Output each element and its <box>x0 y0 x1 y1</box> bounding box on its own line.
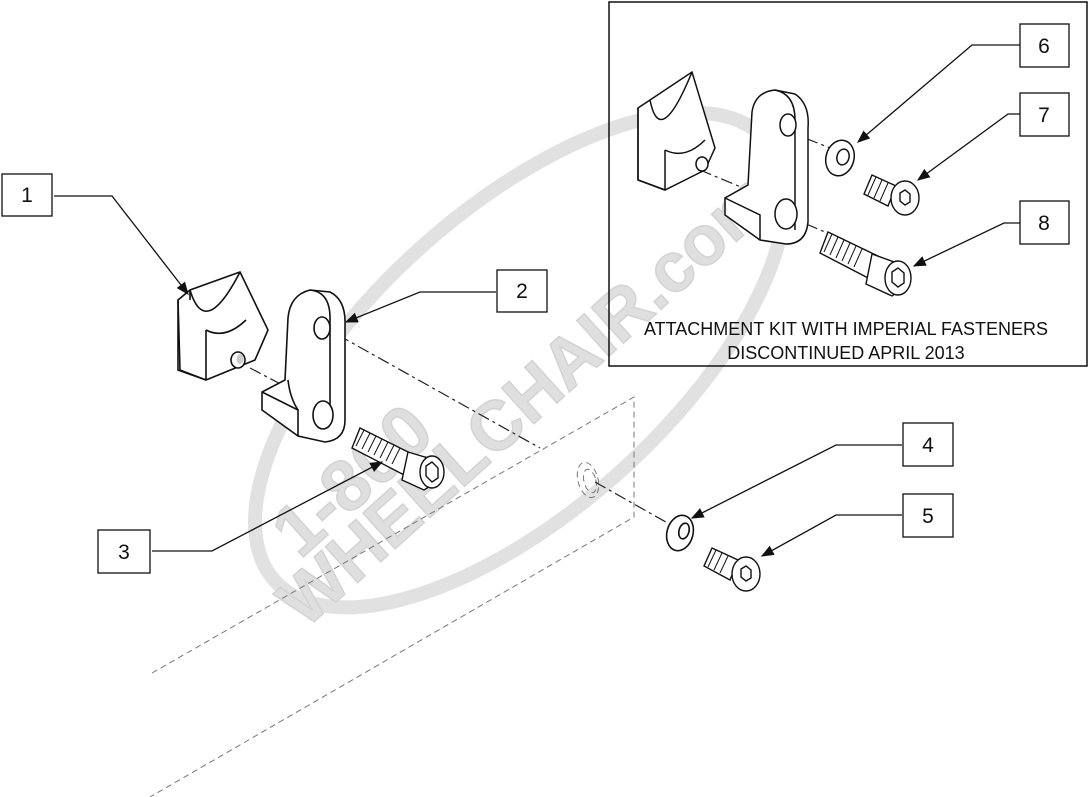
callout-1-label: 1 <box>21 184 33 207</box>
leader-8 <box>912 222 1020 267</box>
callout-2-label: 2 <box>516 280 528 303</box>
callout-4: 4 <box>902 422 954 467</box>
part-2-mounting-bracket <box>261 289 346 443</box>
inset-clamp-cradle <box>637 70 716 191</box>
leader-4 <box>690 444 902 519</box>
callout-2: 2 <box>496 269 548 313</box>
leader-6 <box>857 44 1020 143</box>
leader-2 <box>344 291 496 323</box>
part-1-clamp-cradle <box>177 271 269 381</box>
inset-button-head-screw <box>863 174 920 216</box>
inset-washer <box>824 139 856 177</box>
callout-6: 6 <box>1019 23 1070 68</box>
inset-mounting-bracket <box>724 89 809 245</box>
callout-7-label: 7 <box>1038 104 1050 127</box>
inset-frame <box>608 1 1088 367</box>
part-4-washer <box>665 514 695 552</box>
callout-5: 5 <box>902 493 954 538</box>
callout-8: 8 <box>1019 200 1070 245</box>
leader-5 <box>760 514 902 557</box>
callout-5-label: 5 <box>922 505 934 528</box>
callout-7: 7 <box>1019 92 1070 137</box>
callout-3-label: 3 <box>118 541 130 564</box>
callout-3: 3 <box>97 529 151 574</box>
inset-socket-cap-screw <box>819 231 912 297</box>
frame-tube-outline <box>149 396 635 797</box>
callout-6-label: 6 <box>1038 35 1050 58</box>
callout-1: 1 <box>1 173 53 217</box>
inset-note-line1: ATTACHMENT KIT WITH IMPERIAL FASTENERS <box>644 319 1048 339</box>
part-3-socket-cap-screw <box>351 427 445 491</box>
leader-3 <box>152 461 384 552</box>
leader-7 <box>916 113 1020 181</box>
leader-1 <box>54 195 189 296</box>
callout-8-label: 8 <box>1038 212 1050 235</box>
callout-4-label: 4 <box>922 434 934 457</box>
part-5-button-head-screw <box>703 547 761 592</box>
inset-note-line2: DISCONTINUED APRIL 2013 <box>727 343 964 363</box>
leader-lines <box>54 44 1020 557</box>
